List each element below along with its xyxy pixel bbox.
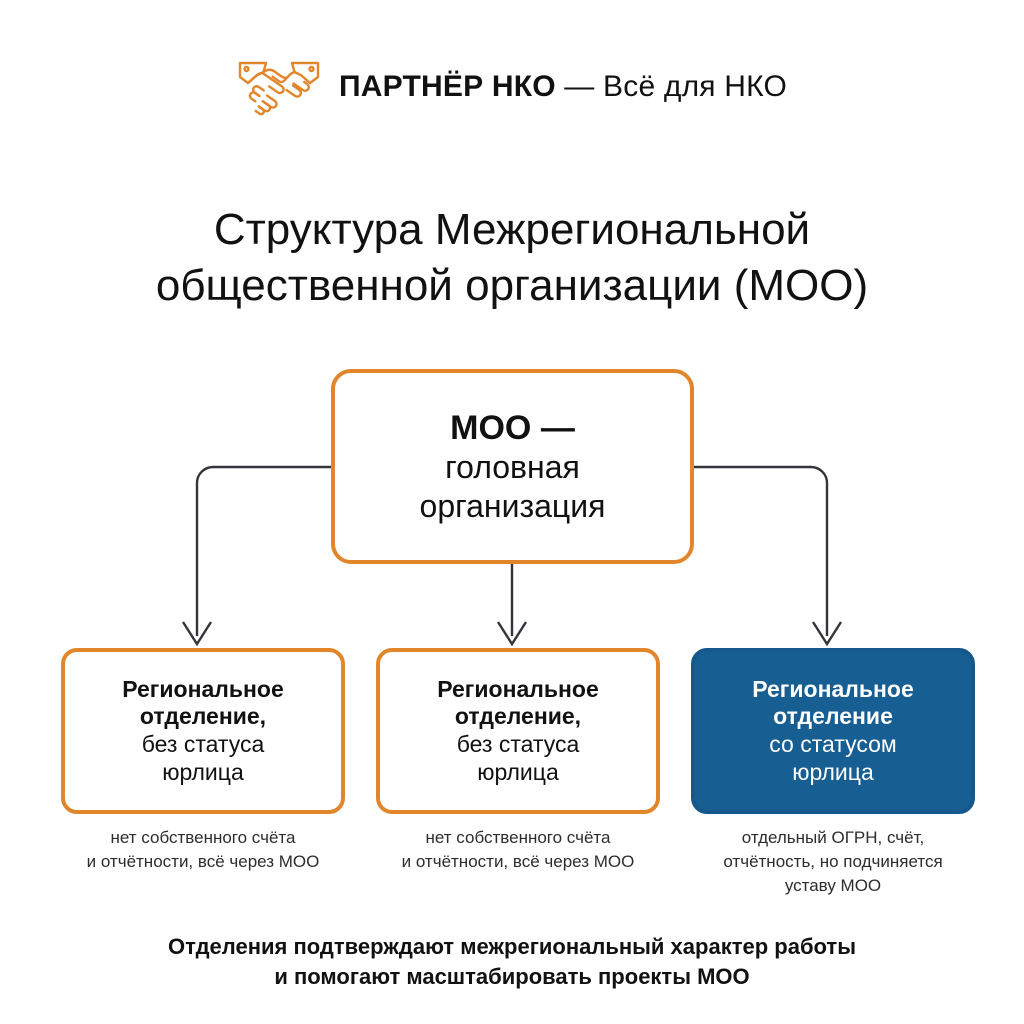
caption-branch-3: отдельный ОГРН, счёт, отчётность, но под… xyxy=(683,826,983,898)
caption-2-line-2: и отчётности, всё через МОО xyxy=(401,852,635,872)
brand-title: ПАРТНЁР НКО — Всё для НКО xyxy=(339,72,787,102)
brand-header: ПАРТНЁР НКО — Всё для НКО xyxy=(0,52,1024,122)
brand-tagline: — Всё для НКО xyxy=(555,70,787,103)
node-child-1-sub-line-1: без статуса xyxy=(141,731,265,757)
node-child-2-sub-line-1: без статуса xyxy=(456,731,580,757)
node-root-sub-line-2: организация xyxy=(419,487,606,524)
node-root-sub-line-1: головная xyxy=(445,449,580,486)
node-root-head: МОО — xyxy=(450,409,575,448)
footer-note: Отделения подтверждают межрегиональный х… xyxy=(62,932,962,993)
node-root-moo[interactable]: МОО — головная организация xyxy=(331,369,694,564)
node-child-3-head-line-2: отделение xyxy=(773,703,893,730)
handshake-icon xyxy=(238,61,320,116)
node-regional-branch-2[interactable]: Региональное отделение, без статуса юрли… xyxy=(376,648,660,814)
footer-line-2: и помогают масштабировать проекты МОО xyxy=(274,964,750,990)
node-child-2-head-line-1: Региональное xyxy=(437,675,599,702)
page-title-line-1: Структура Межрегиональной xyxy=(213,205,811,254)
node-child-2-sub-line-2: юрлица xyxy=(477,758,559,785)
node-child-1-head-line-1: Региональное xyxy=(122,675,284,702)
page-title-line-2: общественной организации (МОО) xyxy=(155,261,869,311)
caption-branch-2: нет собственного счёта и отчётности, всё… xyxy=(368,826,668,874)
caption-3-line-2: отчётность, но подчиняется xyxy=(723,852,943,872)
node-child-2-head-line-2: отделение, xyxy=(454,703,582,730)
caption-3-line-3: уставу МОО xyxy=(784,876,882,896)
caption-3-line-1: отдельный ОГРН, счёт, xyxy=(741,828,925,847)
node-child-3-sub-line-1: со статусом xyxy=(769,731,897,757)
node-child-1-head-line-2: отделение, xyxy=(139,703,267,730)
brand-name: ПАРТНЁР НКО xyxy=(339,70,556,103)
caption-branch-1: нет собственного счёта и отчётности, всё… xyxy=(53,826,353,874)
node-regional-branch-3[interactable]: Региональное отделение со статусом юрлиц… xyxy=(691,648,975,814)
caption-2-line-1: нет собственного счёта xyxy=(425,828,611,847)
footer-line-1: Отделения подтверждают межрегиональный х… xyxy=(168,934,856,959)
node-regional-branch-1[interactable]: Региональное отделение, без статуса юрли… xyxy=(61,648,345,814)
node-child-1-sub-line-2: юрлица xyxy=(162,758,244,785)
page-title: Структура Межрегиональной общественной о… xyxy=(62,202,962,315)
caption-1-line-2: и отчётности, всё через МОО xyxy=(86,852,320,872)
node-child-3-sub-line-2: юрлица xyxy=(792,758,874,785)
caption-1-line-1: нет собственного счёта xyxy=(110,828,296,847)
node-child-3-head-line-1: Региональное xyxy=(752,675,914,702)
